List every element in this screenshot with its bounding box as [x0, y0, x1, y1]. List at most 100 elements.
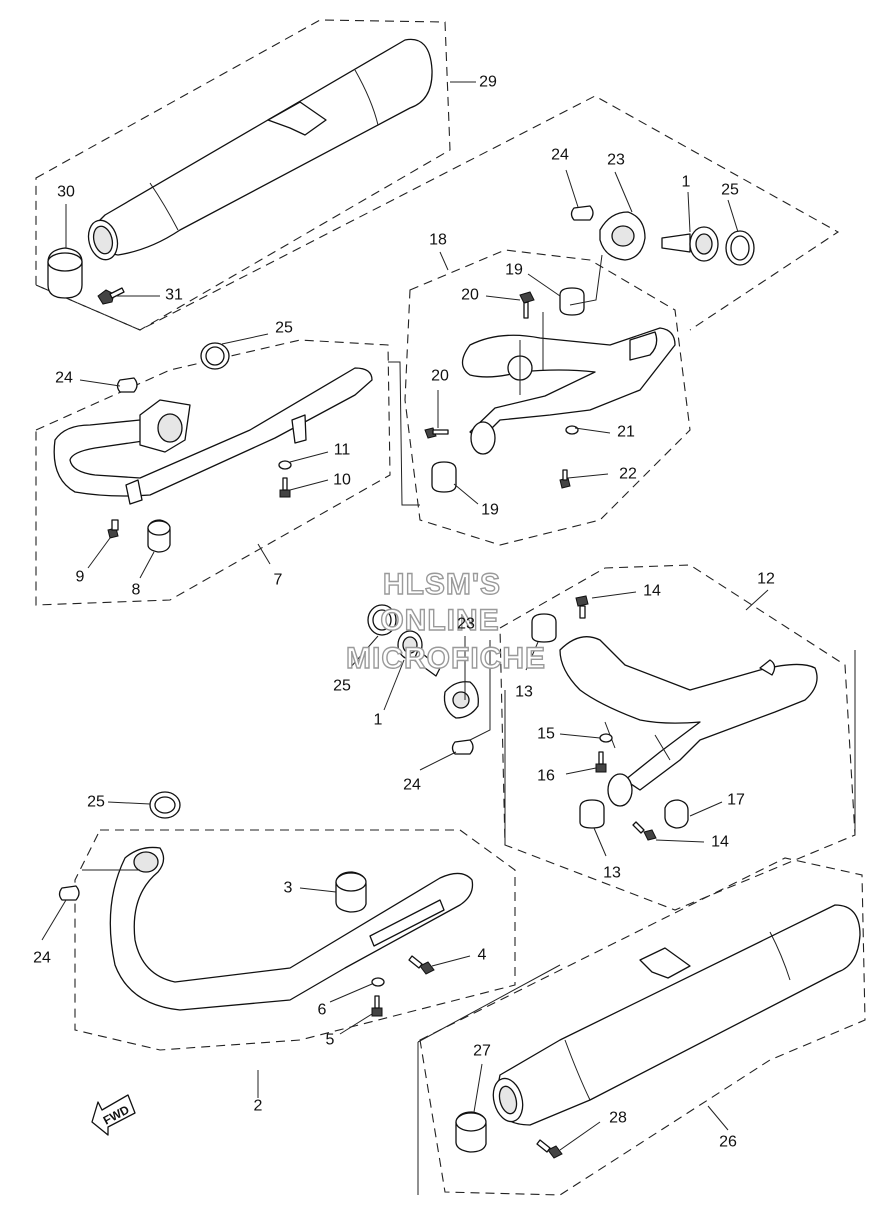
muffler-29	[87, 38, 433, 261]
callout-13-lower: 13	[603, 865, 621, 882]
callout-23-upper: 23	[607, 152, 625, 169]
callout-27: 27	[473, 1043, 491, 1060]
callout-12: 12	[757, 571, 775, 588]
callout-25-left: 25	[275, 320, 293, 337]
gasket-3	[335, 871, 367, 913]
gasket-25d	[149, 791, 181, 819]
gasket-25c	[367, 604, 397, 636]
callout-31: 31	[165, 287, 183, 304]
bolt-28	[536, 1139, 563, 1159]
damper-24a	[570, 205, 594, 221]
damper-24b	[116, 377, 138, 393]
callout-25-middle: 25	[333, 678, 351, 695]
callout-24-left: 24	[55, 370, 73, 387]
washer-15	[599, 733, 613, 743]
bracket-line-12	[504, 650, 856, 845]
bolt-22	[559, 469, 571, 489]
callout-15: 15	[537, 726, 555, 743]
callout-22: 22	[619, 466, 637, 483]
callout-24-lower: 24	[33, 950, 51, 967]
gasket-23b	[443, 681, 479, 719]
leader-lines	[41, 81, 769, 1151]
damper-13a	[531, 613, 557, 643]
gasket-30	[47, 247, 83, 299]
callout-10: 10	[333, 472, 351, 489]
group-outline-26	[419, 857, 866, 1196]
washer-21	[565, 425, 579, 435]
watermark: HLSM'S ONLINE MICROFICHE	[345, 567, 546, 675]
callout-2: 2	[254, 1098, 263, 1115]
exhaust-pipe-2	[109, 846, 474, 1011]
callout-20-lower: 20	[431, 368, 449, 385]
callout-23-middle: 23	[457, 616, 475, 633]
callout-5: 5	[326, 1032, 335, 1049]
bolt-20b	[424, 427, 449, 439]
callout-14-upper: 14	[643, 583, 661, 600]
callout-20-upper: 20	[461, 287, 479, 304]
group-outline-12	[499, 564, 856, 911]
group-outline-18	[404, 249, 691, 546]
callout-30: 30	[57, 184, 75, 201]
watermark-line-3: MICROFICHE	[346, 642, 546, 675]
callout-24-middle: 24	[403, 777, 421, 794]
muffler-26	[492, 904, 861, 1126]
damper-24c	[451, 739, 474, 755]
callout-4: 4	[478, 947, 487, 964]
bolt-16	[595, 751, 607, 773]
damper-17	[664, 799, 689, 829]
exhaust-pipe-12	[559, 636, 818, 807]
callout-29: 29	[479, 74, 497, 91]
callout-6: 6	[318, 1002, 327, 1019]
sensor-1a	[661, 226, 719, 262]
damper-24d	[58, 885, 80, 901]
bolt-14a	[575, 595, 589, 619]
sensor-1b	[397, 630, 441, 677]
callout-26: 26	[719, 1134, 737, 1151]
group-outline-2	[74, 829, 516, 1051]
callout-16: 16	[537, 768, 555, 785]
bolt-14b	[632, 821, 657, 841]
damper-19a	[559, 287, 585, 316]
callout-19-lower: 19	[481, 502, 499, 519]
callout-1-middle: 1	[374, 712, 383, 729]
exhaust-pipe-18	[461, 312, 676, 455]
bolt-20a	[519, 291, 535, 319]
callout-3: 3	[284, 880, 293, 897]
exhaust-pipe-7	[53, 367, 373, 505]
callout-25-lower: 25	[87, 794, 105, 811]
callout-1-upper: 1	[682, 174, 691, 191]
callout-19-upper: 19	[505, 262, 523, 279]
bolt-9	[107, 519, 119, 539]
callout-9: 9	[76, 569, 85, 586]
bracket-line-7	[388, 361, 420, 506]
watermark-line-1: HLSM'S	[383, 568, 501, 601]
callout-28: 28	[609, 1110, 627, 1127]
callout-25-upper: 25	[721, 182, 739, 199]
washer-6	[371, 977, 385, 987]
callout-24-upper: 24	[551, 147, 569, 164]
gasket-8	[147, 519, 171, 553]
group-outline-7	[35, 339, 391, 606]
damper-13b	[579, 799, 605, 829]
damper-19b	[431, 461, 457, 493]
callout-11: 11	[334, 442, 351, 459]
callout-13-upper: 13	[515, 684, 533, 701]
bolt-10	[279, 477, 291, 498]
callout-21: 21	[617, 424, 635, 441]
washer-11	[278, 460, 292, 470]
callout-8: 8	[132, 582, 141, 599]
bolt-5	[371, 995, 383, 1017]
callout-17: 17	[727, 792, 745, 809]
gasket-25a	[725, 230, 755, 266]
gasket-25b	[200, 342, 230, 370]
callout-18: 18	[429, 232, 447, 249]
gasket-27	[455, 1111, 487, 1153]
callout-14-lower: 14	[711, 834, 729, 851]
callout-labels: 29 30 31 24 23 1 25 18 19 20 20 21 22 19…	[33, 74, 775, 1151]
bolt-4	[408, 955, 435, 975]
watermark-line-2: ONLINE	[380, 604, 499, 637]
bolt-31	[97, 287, 125, 305]
group-outline-29	[35, 19, 451, 331]
